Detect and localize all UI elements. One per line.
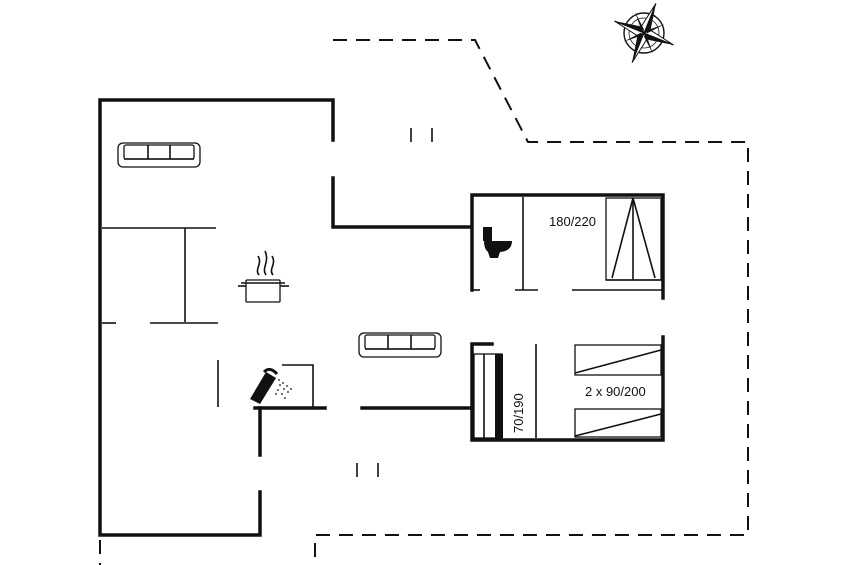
compass-rose-icon <box>614 3 674 63</box>
main-walls <box>98 98 472 537</box>
terrace-outline <box>99 39 749 565</box>
bed-size-label-bunk: 70/190 <box>511 393 526 433</box>
sofa-icon <box>358 332 442 358</box>
shower-icon <box>250 367 292 404</box>
bed-icon <box>574 344 662 376</box>
toilet-icon <box>483 227 512 258</box>
interior-partitions <box>102 227 314 407</box>
bedroom-bathroom-block <box>470 193 665 300</box>
bed-icon <box>605 197 662 281</box>
twin-bedroom-block <box>470 335 665 442</box>
door-marks <box>356 128 433 477</box>
bed-size-label-master: 180/220 <box>549 214 596 229</box>
cooking-pot-icon <box>238 250 289 303</box>
sofa-icon <box>117 142 201 168</box>
bed-icon <box>574 408 662 438</box>
bed-size-label-twin: 2 x 90/200 <box>585 384 646 399</box>
bed-icon <box>473 353 503 439</box>
